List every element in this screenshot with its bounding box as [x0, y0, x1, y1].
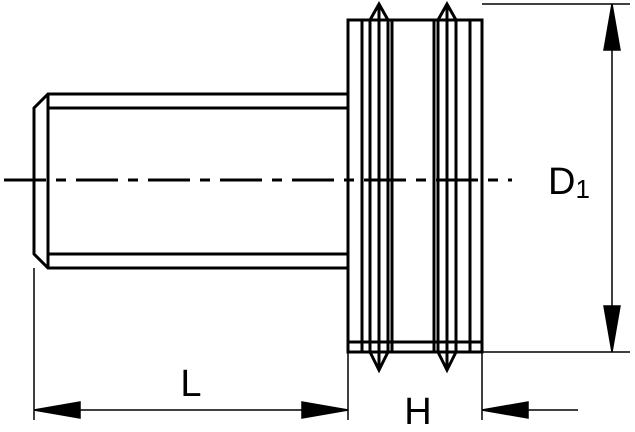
arrow-d1-bottom — [603, 305, 621, 353]
arrow-l-right — [301, 401, 349, 419]
label-d1-subscript: 1 — [575, 174, 589, 204]
arrow-d1-top — [603, 3, 621, 51]
label-d1-main: D — [548, 161, 575, 203]
groove-left-bottom — [368, 351, 390, 374]
arrow-h-right — [481, 401, 529, 419]
grooved-head — [346, 0, 484, 374]
head-outline — [346, 18, 484, 354]
label-l: L — [180, 363, 201, 405]
dimension-l — [33, 268, 349, 420]
arrow-l-left — [33, 401, 81, 419]
label-d1: D1 — [548, 161, 590, 204]
label-h: H — [404, 391, 431, 432]
dimension-d1 — [482, 3, 630, 353]
dimension-h — [481, 352, 578, 420]
groove-right-bottom — [436, 351, 458, 374]
